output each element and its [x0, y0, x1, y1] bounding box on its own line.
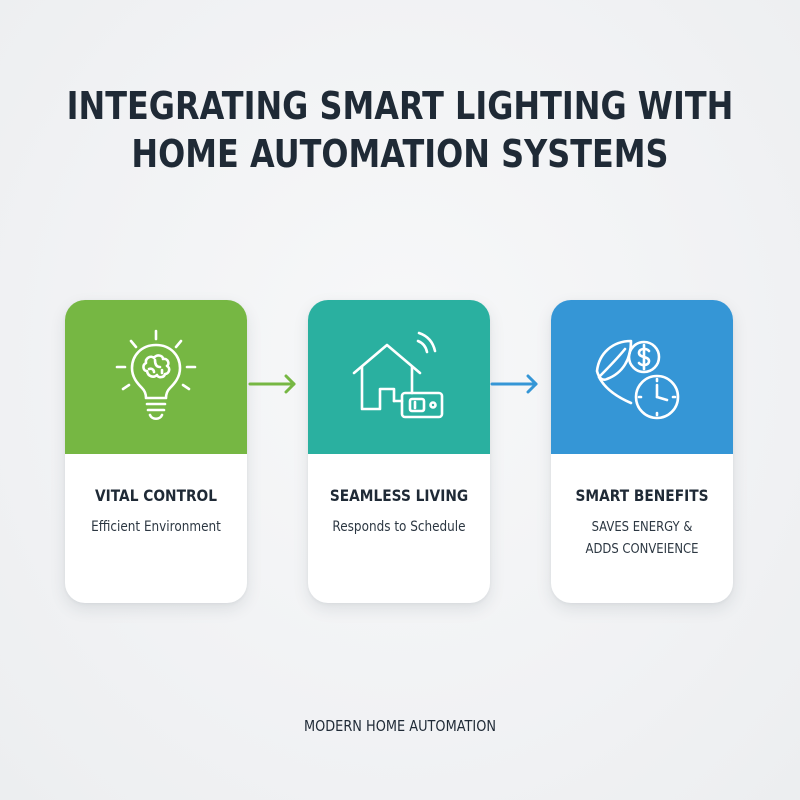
- card-heading: SEAMLESS LIVING: [329, 486, 469, 505]
- savings-clock-icon: [595, 339, 680, 420]
- card-heading: VITAL CONTROL: [94, 486, 218, 505]
- card-seamless-living: SEAMLESS LIVING Responds to Schedule: [308, 300, 490, 603]
- card-smart-benefits: SMART BENEFITS SAVES ENERGY & ADDS CONVE…: [551, 300, 733, 603]
- arrow-right-icon: [248, 374, 296, 394]
- card-icon-panel: [65, 300, 247, 454]
- card-subtitle-line: ADDS CONVEIENCE: [585, 541, 699, 557]
- card-subtitle: Efficient Environment: [78, 516, 235, 538]
- title-line-2: HOME AUTOMATION SYSTEMS: [131, 132, 669, 176]
- card-vital-control: VITAL CONTROL Efficient Environment: [65, 300, 247, 603]
- card-subtitle: Responds to Schedule: [321, 516, 478, 538]
- page-title: INTEGRATING SMART LIGHTING WITH HOME AUT…: [64, 82, 736, 178]
- card-subtitle-line: Efficient Environment: [91, 519, 221, 535]
- card-icon-panel: [308, 300, 490, 454]
- card-subtitle: SAVES ENERGY & ADDS CONVEIENCE: [564, 516, 721, 560]
- card-subtitle-line: Responds to Schedule: [332, 519, 466, 535]
- card-heading: SMART BENEFITS: [575, 486, 709, 505]
- title-line-1: INTEGRATING SMART LIGHTING WITH: [66, 84, 734, 128]
- card-subtitle-line: SAVES ENERGY &: [591, 519, 693, 535]
- arrow-right-icon: [490, 374, 538, 394]
- footer-caption: MODERN HOME AUTOMATION: [303, 717, 497, 735]
- card-icon-panel: [551, 300, 733, 454]
- smart-bulb-icon: [115, 329, 197, 421]
- smart-home-icon: [352, 331, 444, 419]
